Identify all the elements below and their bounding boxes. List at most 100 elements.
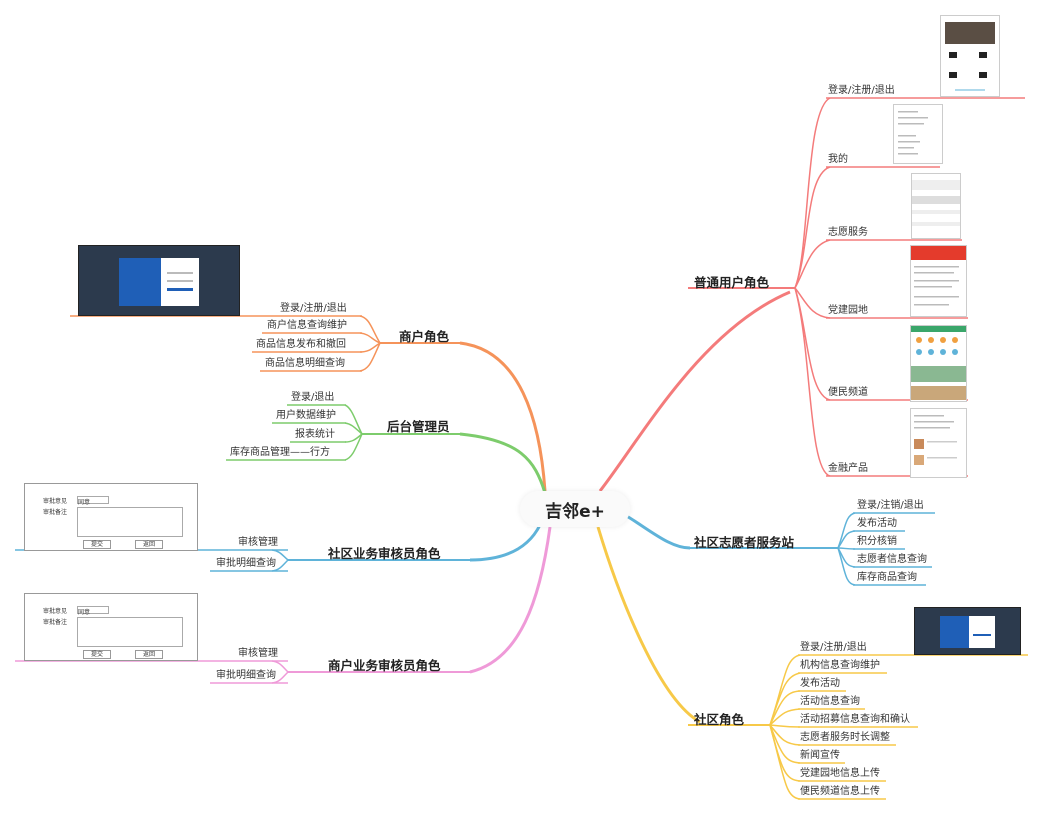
branch-admin-title[interactable]: 后台管理员	[387, 419, 450, 434]
thumb-user-home	[940, 15, 1000, 97]
remark-label-2: 审批备注	[43, 619, 68, 626]
link-user-1	[794, 97, 831, 289]
link-user-5	[794, 287, 831, 401]
back-button-2[interactable]: 返回	[135, 650, 163, 659]
volunteer-leaf-1[interactable]: 登录/注销/退出	[857, 500, 924, 511]
branch-volunteer-title[interactable]: 社区志愿者服务站	[694, 535, 795, 550]
link-a-3	[344, 433, 363, 443]
remark-label: 审批备注	[43, 509, 68, 516]
link-c-6	[769, 724, 801, 746]
community-leaf-1[interactable]: 登录/注册/退出	[800, 642, 867, 653]
trunk-admin	[459, 432, 547, 494]
convenience-preview	[911, 326, 966, 400]
reviewer-leaf-2[interactable]: 审批明细查询	[216, 558, 276, 569]
thumb-user-mine	[893, 104, 943, 164]
merchant-leaf-2[interactable]: 商户信息查询维护	[267, 320, 347, 331]
link-user-3	[794, 239, 831, 289]
link-v-5	[837, 547, 856, 586]
user-leaf-1[interactable]: 登录/注册/退出	[828, 85, 895, 96]
link-c-9	[769, 724, 801, 800]
link-a-4	[344, 433, 363, 461]
community-leaf-2[interactable]: 机构信息查询维护	[800, 660, 880, 671]
remark-textarea-2[interactable]	[77, 617, 183, 647]
profile-preview	[898, 111, 928, 155]
merchant-reviewer-leaf-1[interactable]: 审核管理	[238, 648, 278, 659]
link-a-2	[344, 422, 363, 435]
link-v-2	[837, 530, 856, 549]
thumb-user-convenience	[910, 325, 967, 402]
volunteer-leaf-2[interactable]: 发布活动	[857, 518, 897, 529]
link-user-2	[794, 166, 831, 289]
community-leaf-4[interactable]: 活动信息查询	[800, 696, 860, 707]
link-user-4	[794, 287, 831, 319]
link-user-6	[794, 287, 831, 477]
phone-home-preview	[945, 22, 995, 91]
branch-reviewer-title[interactable]: 社区业务审核员角色	[328, 546, 441, 561]
admin-leaf-4[interactable]: 库存商品管理——行方	[230, 447, 330, 458]
link-a-1	[344, 404, 363, 435]
merchant-leaf-4[interactable]: 商品信息明细查询	[265, 358, 345, 369]
reviewer-leaf-1[interactable]: 审核管理	[238, 537, 278, 548]
community-leaf-8[interactable]: 党建园地信息上传	[800, 768, 880, 779]
finance-preview	[914, 415, 957, 465]
trunk-volunteer	[624, 513, 691, 550]
volunteer-preview	[912, 180, 960, 226]
back-button[interactable]: 返回	[135, 540, 163, 549]
trunk-community	[596, 526, 701, 724]
opinion-value: 同意	[78, 499, 91, 506]
thumb-user-finance	[910, 408, 967, 478]
thumb-user-volunteer	[911, 173, 961, 239]
thumb-user-party	[910, 245, 967, 317]
user-leaf-4[interactable]: 党建园地	[828, 305, 868, 316]
user-leaf-6[interactable]: 金融产品	[828, 463, 868, 474]
admin-leaf-2[interactable]: 用户数据维护	[276, 410, 336, 421]
volunteer-leaf-3[interactable]: 积分核销	[857, 536, 897, 547]
review-form-1: 审批意见 同意 审批备注 提交 返回	[24, 483, 198, 551]
link-v-1	[837, 512, 856, 549]
review-form-2: 审批意见 同意 审批备注 提交 返回	[24, 593, 198, 661]
merchant-leaf-3[interactable]: 商品信息发布和撤回	[256, 339, 346, 350]
branch-merchant-title[interactable]: 商户角色	[399, 329, 450, 344]
community-leaf-7[interactable]: 新闻宣传	[800, 750, 840, 761]
link-c-4	[769, 708, 801, 726]
root-topic[interactable]: 吉邻e+	[520, 491, 630, 527]
party-preview	[911, 246, 966, 306]
merchant-leaf-1[interactable]: 登录/注册/退出	[280, 303, 347, 314]
community-leaf-6[interactable]: 志愿者服务时长调整	[800, 732, 890, 743]
opinion-select-2[interactable]: 同意	[77, 606, 109, 616]
login-preview-2	[940, 616, 995, 648]
login-preview	[119, 258, 199, 306]
link-m-1	[359, 315, 381, 344]
community-leaf-9[interactable]: 便民频道信息上传	[800, 786, 880, 797]
submit-button-2[interactable]: 提交	[83, 650, 111, 659]
opinion-label: 审批意见	[43, 498, 68, 505]
link-c-3	[769, 690, 801, 726]
user-leaf-3[interactable]: 志愿服务	[828, 227, 868, 238]
admin-leaf-3[interactable]: 报表统计	[295, 429, 335, 440]
volunteer-leaf-4[interactable]: 志愿者信息查询	[857, 554, 927, 565]
branch-merchant-reviewer-title[interactable]: 商户业务审核员角色	[328, 658, 441, 673]
user-leaf-5[interactable]: 便民频道	[828, 387, 868, 398]
merchant-reviewer-leaf-2[interactable]: 审批明细查询	[216, 670, 276, 681]
user-leaf-2[interactable]: 我的	[828, 154, 848, 165]
branch-user-title[interactable]: 普通用户角色	[694, 275, 770, 290]
trunk-merchant-reviewer	[469, 526, 552, 674]
community-leaf-3[interactable]: 发布活动	[800, 678, 840, 689]
link-c-7	[769, 724, 801, 764]
link-m-4	[359, 342, 381, 372]
remark-textarea[interactable]	[77, 507, 183, 537]
trunk-user	[598, 290, 791, 492]
link-v-3	[837, 547, 856, 550]
opinion-select[interactable]: 同意	[77, 496, 109, 506]
community-leaf-5[interactable]: 活动招募信息查询和确认	[800, 714, 910, 725]
link-m-3	[359, 342, 381, 353]
submit-button[interactable]: 提交	[83, 540, 111, 549]
thumb-merchant-login	[78, 245, 240, 316]
branch-community-title[interactable]: 社区角色	[694, 712, 745, 727]
opinion-label-2: 审批意见	[43, 608, 68, 615]
volunteer-leaf-5[interactable]: 库存商品查询	[857, 572, 917, 583]
link-m-2	[359, 332, 381, 344]
admin-leaf-1[interactable]: 登录/退出	[291, 392, 335, 403]
